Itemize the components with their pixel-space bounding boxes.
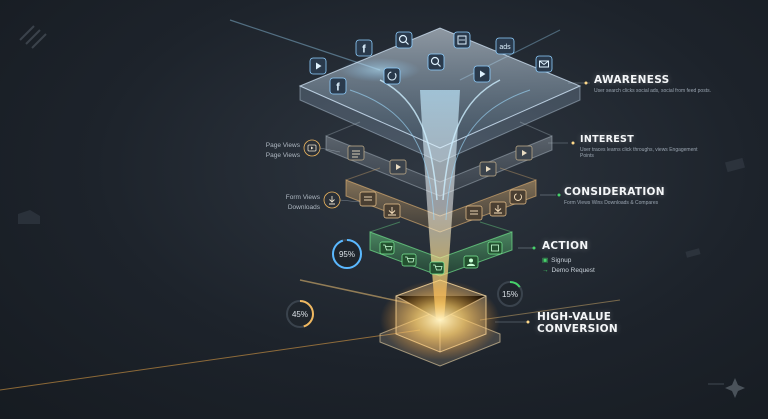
ring-fill: [497, 281, 523, 307]
arrow-icon: →: [542, 267, 549, 274]
image-icon: [487, 241, 503, 255]
facebook-icon: f: [355, 39, 373, 57]
video-icon: [389, 159, 407, 175]
cart-icon: ▣: [542, 257, 549, 264]
stage-description: User search clicks social ads, social fr…: [594, 88, 711, 94]
stage-title: CONSIDERATION: [564, 186, 665, 198]
mail-icon: [535, 55, 553, 73]
ring-label: 15%: [502, 290, 518, 299]
stage-interest: INTEREST User traces learns click throug…: [580, 134, 700, 159]
ring-fill: [286, 300, 314, 328]
svg-text:ads: ads: [499, 44, 511, 51]
cart-icon: [429, 261, 445, 275]
progress-rings: 95% 45% 15%: [286, 239, 523, 328]
image-icon: [453, 31, 471, 49]
icon-tiles: f f ads: [309, 31, 553, 275]
progress-ring: 95%: [332, 239, 362, 269]
stage-consideration: CONSIDERATION Form Views Wins Downloads …: [564, 186, 684, 206]
stage-description: Form Views Wins Downloads & Compares: [564, 200, 659, 206]
stage-conversion: HIGH-VALUE CONVERSION: [537, 311, 657, 335]
refresh-icon: [383, 67, 401, 85]
search-icon: [395, 31, 413, 49]
svg-text:f: f: [336, 82, 340, 94]
document-icon: [347, 145, 365, 161]
video-icon: [303, 139, 321, 157]
video-icon: [515, 145, 533, 161]
funnel-layer-awareness: [298, 27, 582, 163]
metric-label: Page Views: [265, 142, 300, 149]
stage-title: HIGH-VALUE: [537, 311, 612, 323]
stage-title-line2: CONVERSION: [537, 323, 618, 335]
ring-fill: [332, 239, 362, 269]
ring-label: 45%: [292, 310, 308, 319]
svg-text:f: f: [362, 44, 366, 56]
action-list: ▣Signup →Demo Request: [542, 256, 662, 276]
stage-title: INTEREST: [580, 134, 634, 145]
video-icon: [479, 161, 497, 177]
stage-awareness: AWARENESS User search clicks social ads,…: [594, 74, 744, 94]
stage-title: AWARENESS: [594, 74, 670, 86]
light-beam: [349, 79, 531, 360]
user-icon: [463, 255, 479, 269]
list-item: ▣Signup: [542, 257, 572, 264]
consideration-metrics: Form Views Downloads: [256, 193, 320, 213]
connector-lines: [319, 81, 590, 324]
download-icon: [489, 201, 507, 217]
background-decor: [18, 25, 745, 398]
metric-label: Downloads: [287, 204, 320, 211]
search-icon: [427, 53, 445, 71]
cart-icon: [379, 241, 395, 255]
facebook-icon: f: [329, 77, 347, 95]
video-icon: [309, 57, 327, 75]
progress-ring: 45%: [286, 300, 314, 328]
download-icon: [383, 203, 401, 219]
refresh-icon: [509, 189, 527, 205]
video-icon: [473, 65, 491, 83]
progress-ring: 15%: [497, 281, 523, 307]
document-icon: [359, 191, 377, 207]
stage-description: User traces learns click throughs, views…: [580, 147, 698, 159]
download-icon: [323, 191, 341, 209]
metric-label: Form Views: [285, 194, 320, 201]
cart-icon: [401, 253, 417, 267]
document-icon: [465, 205, 483, 221]
ring-label: 95%: [339, 250, 355, 259]
side-icons: [303, 139, 341, 209]
stage-title: ACTION: [542, 240, 589, 252]
ads-icon: ads: [495, 37, 515, 55]
metric-label: Page Views: [265, 152, 300, 159]
list-item: →Demo Request: [542, 267, 595, 274]
interest-metrics: Page Views Page Views: [236, 141, 300, 161]
stage-action: ACTION ▣Signup →Demo Request: [542, 240, 662, 276]
